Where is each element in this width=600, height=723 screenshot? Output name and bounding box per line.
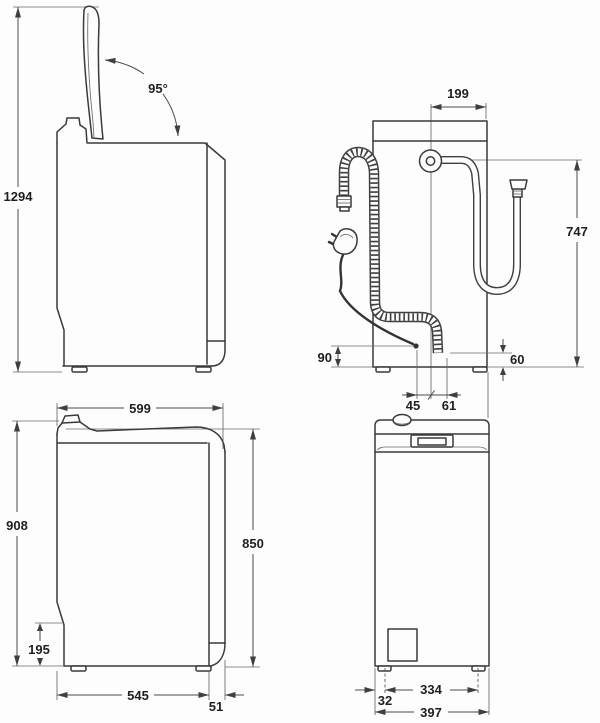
dim-cord-drain-offsets: 45 61 bbox=[402, 350, 461, 413]
lid-knob bbox=[392, 413, 412, 427]
lid-latch bbox=[61, 414, 81, 424]
machine-foot bbox=[471, 665, 486, 672]
dim-label-32: 32 bbox=[378, 693, 392, 708]
view-side-open: 1294 95° bbox=[4, 5, 226, 373]
dim-total-depth: 599 bbox=[56, 401, 224, 449]
machine-foot bbox=[472, 366, 488, 373]
view-front: 334 32 397 bbox=[355, 413, 490, 720]
machine-body-side-open bbox=[56, 117, 226, 373]
dim-label-199: 199 bbox=[447, 86, 469, 101]
machine-foot bbox=[70, 665, 87, 672]
drain-hose bbox=[336, 146, 444, 354]
drain-hose-fitting bbox=[336, 195, 352, 212]
pump-access-door bbox=[387, 628, 418, 662]
dim-feet-span: 334 bbox=[384, 668, 479, 697]
machine-foot bbox=[71, 366, 88, 373]
lid-latch bbox=[56, 117, 88, 144]
dim-label-60: 60 bbox=[510, 352, 524, 367]
open-lid bbox=[82, 5, 104, 140]
dim-label-397: 397 bbox=[420, 705, 442, 720]
dim-label-545: 545 bbox=[127, 688, 149, 703]
dim-hose-reach: 747 bbox=[487, 160, 588, 368]
machine-foot bbox=[195, 665, 212, 672]
machine-body-side-closed bbox=[56, 414, 226, 672]
dim-label-61: 61 bbox=[442, 398, 456, 413]
machine-foot bbox=[375, 366, 391, 373]
dim-cord-height: 90 bbox=[318, 345, 414, 368]
dim-valve-offset: 199 bbox=[431, 86, 487, 119]
cord-exit-point bbox=[413, 343, 419, 349]
dim-total-width: 397 bbox=[374, 668, 490, 720]
dim-label-90: 90 bbox=[318, 350, 332, 365]
dim-label-850: 850 bbox=[242, 536, 264, 551]
dim-label-334: 334 bbox=[420, 682, 442, 697]
dim-front-height: 850 bbox=[225, 429, 264, 668]
dim-total-height-open: 1294 bbox=[4, 6, 99, 373]
machine-body-front bbox=[374, 413, 490, 672]
dim-drain-height: 60 bbox=[450, 339, 524, 381]
dim-label-908: 908 bbox=[6, 518, 28, 533]
dim-rear-height: 908 bbox=[6, 420, 64, 667]
machine-foot bbox=[195, 366, 212, 373]
dim-label-599: 599 bbox=[129, 401, 151, 416]
view-rear: 199 747 90 60 bbox=[318, 86, 588, 418]
dim-plinth-height: 195 bbox=[28, 622, 62, 666]
inlet-hose-fitting bbox=[509, 179, 528, 198]
dim-label-195: 195 bbox=[28, 642, 50, 657]
inlet-valve bbox=[418, 149, 443, 173]
dim-label-51: 51 bbox=[209, 699, 223, 714]
dim-base-depth: 545 bbox=[56, 671, 210, 703]
dim-label-747: 747 bbox=[566, 224, 588, 239]
dim-label-45: 45 bbox=[406, 398, 420, 413]
dim-label-95deg: 95° bbox=[148, 81, 168, 96]
power-cord bbox=[327, 228, 419, 349]
control-panel bbox=[410, 434, 454, 448]
power-plug bbox=[327, 228, 358, 255]
lid-angle-arc: 95° bbox=[104, 57, 181, 137]
machine-foot bbox=[377, 665, 392, 672]
view-side-closed: 599 908 850 bbox=[6, 401, 264, 714]
inlet-hose bbox=[441, 156, 528, 295]
dim-label-1294: 1294 bbox=[4, 189, 34, 204]
dim-edge-to-foot: 32 bbox=[355, 687, 392, 708]
dim-rear-offset: 51 bbox=[209, 660, 244, 714]
